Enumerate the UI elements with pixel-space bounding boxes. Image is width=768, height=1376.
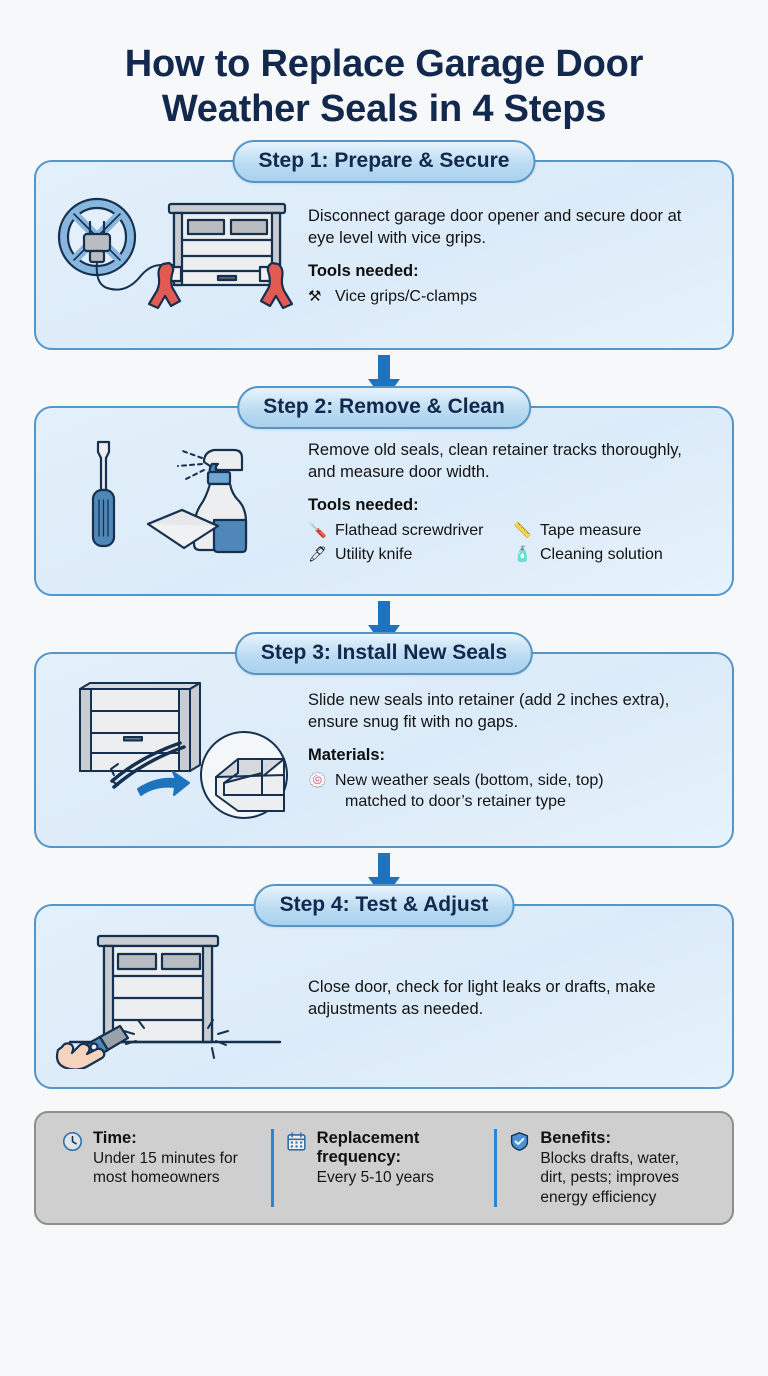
step-2-description: Remove old seals, clean retainer tracks … <box>308 440 682 481</box>
step-2-tools-heading: Tools needed: <box>308 495 419 514</box>
step-card-1: Step 1: Prepare & Secure <box>0 139 768 350</box>
footer-item-time: Time: Under 15 minutes for most homeowne… <box>50 1129 271 1207</box>
step-card-2: Step 2: Remove & Clean <box>0 385 768 596</box>
step-3-illustration <box>52 677 302 822</box>
footer-item-replacement-frequency: Replacement frequency: Every 5-10 years <box>270 1128 495 1208</box>
tool-label: Flathead screwdriver <box>335 521 484 539</box>
crossed-tools-icon: ⚒ <box>308 287 322 305</box>
step-2-card-body: Remove old seals, clean retainer tracks … <box>34 405 734 596</box>
tool-item: 📏 Tape measure <box>513 520 710 543</box>
steps-list: Step 1: Prepare & Secure <box>0 139 768 1089</box>
step-4-pill: Step 4: Test & Adjust <box>253 883 515 927</box>
tool-item: 🧴 Cleaning solution <box>513 544 710 567</box>
spray-bottle-icon: 🧴 <box>513 545 532 563</box>
utility-knife-icon: 🖊 <box>308 545 328 563</box>
footer-item-benefits: Benefits: Blocks drafts, water, dirt, pe… <box>494 1128 718 1208</box>
step-4-illustration <box>52 924 302 1069</box>
tool-label: Tape measure <box>540 521 642 539</box>
step-3-content: Slide new seals into retainer (add 2 inc… <box>308 685 710 814</box>
step-card-4: Step 4: Test & Adjust <box>0 883 768 1089</box>
calendar-icon <box>286 1129 308 1207</box>
step-3-description: Slide new seals into retainer (add 2 inc… <box>308 691 670 732</box>
material-label: New weather seals (bottom, side, top) <box>335 772 604 790</box>
material-label-continued: matched to door’s retainer type <box>345 793 566 811</box>
title-line-1: How to Replace Garage Door <box>124 43 644 85</box>
tool-label: Vice grips/C-clamps <box>335 287 477 305</box>
step-2-illustration <box>52 428 302 573</box>
step-1-description: Disconnect garage door opener and secure… <box>308 206 682 247</box>
summary-footer: Time: Under 15 minutes for most homeowne… <box>34 1110 734 1226</box>
tool-label: Cleaning solution <box>540 545 663 563</box>
step-1-tools-list: ⚒ Vice grips/C-clamps <box>308 286 710 309</box>
tool-label: Utility knife <box>335 545 413 563</box>
step-1-content: Disconnect garage door opener and secure… <box>308 201 710 309</box>
step-1-pill: Step 1: Prepare & Secure <box>232 139 536 183</box>
step-3-materials-heading: Materials: <box>308 746 386 765</box>
material-item: 🍥 New weather seals (bottom, side, top) … <box>308 770 710 814</box>
step-3-pill: Step 3: Install New Seals <box>234 631 534 675</box>
shield-check-icon <box>509 1129 531 1207</box>
footer-value: Under 15 minutes for most homeowners <box>93 1149 238 1187</box>
tape-measure-icon: 📏 <box>513 521 532 539</box>
step-2-content: Remove old seals, clean retainer tracks … <box>308 435 710 567</box>
footer-label: Time: <box>93 1128 137 1147</box>
step-3-materials-list: 🍥 New weather seals (bottom, side, top) … <box>308 770 710 814</box>
seal-roll-icon: 🍥 <box>308 772 327 790</box>
step-card-3: Step 3: Install New Seals <box>0 631 768 848</box>
step-4-description: Close door, check for light leaks or dra… <box>308 978 656 1019</box>
step-4-content: Close door, check for light leaks or dra… <box>308 972 710 1020</box>
step-3-card-body: Slide new seals into retainer (add 2 inc… <box>34 651 734 848</box>
footer-label: Replacement frequency: <box>316 1128 420 1166</box>
step-1-illustration <box>52 182 302 327</box>
tool-item: 🪛 Flathead screwdriver <box>308 520 505 543</box>
clock-icon <box>62 1129 84 1207</box>
footer-label: Benefits: <box>540 1128 611 1147</box>
page-title: How to Replace Garage Door Weather Seals… <box>0 0 768 132</box>
tool-item: 🖊 Utility knife <box>308 544 505 567</box>
screwdriver-icon: 🪛 <box>308 521 327 539</box>
tool-item: ⚒ Vice grips/C-clamps <box>308 286 710 309</box>
step-2-tools-list: 🪛 Flathead screwdriver 📏 Tape measure 🖊 … <box>308 520 710 567</box>
footer-value: Blocks drafts, water, dirt, pests; impro… <box>540 1149 680 1206</box>
footer-value: Every 5-10 years <box>316 1169 434 1187</box>
step-4-card-body: Close door, check for light leaks or dra… <box>34 903 734 1089</box>
title-line-2: Weather Seals in 4 Steps <box>161 87 607 130</box>
step-2-pill: Step 2: Remove & Clean <box>237 385 531 429</box>
step-1-card-body: Disconnect garage door opener and secure… <box>34 159 734 350</box>
step-1-tools-heading: Tools needed: <box>308 261 419 280</box>
